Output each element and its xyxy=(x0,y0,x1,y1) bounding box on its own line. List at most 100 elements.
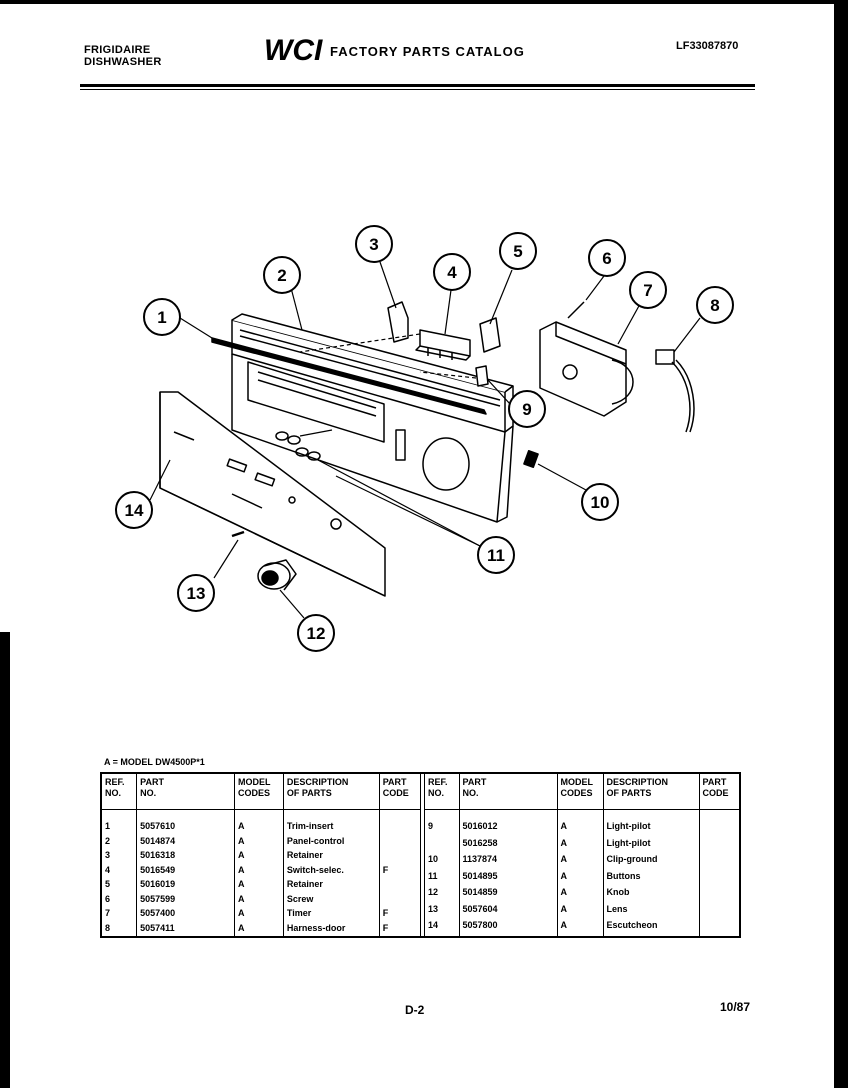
callout-13: 13 xyxy=(187,584,206,603)
cell-model: A xyxy=(556,836,603,854)
retainer-2-part xyxy=(479,317,501,353)
cell-desc: Panel-control xyxy=(282,834,380,849)
cell-code xyxy=(698,836,739,854)
cell-model: A xyxy=(556,902,603,920)
cell-desc: Retainer xyxy=(282,849,380,864)
cell-desc: Buttons xyxy=(602,869,699,887)
cell-part: 5014874 xyxy=(136,834,235,849)
cell-model: A xyxy=(233,849,284,864)
cell-desc: Lens xyxy=(602,902,699,920)
cell-desc: Clip-ground xyxy=(602,853,699,870)
cell-ref xyxy=(425,837,459,854)
page-number: D-2 xyxy=(405,1003,425,1017)
callout-7: 7 xyxy=(643,281,652,300)
model-note: A = MODEL DW4500P*1 xyxy=(104,757,205,767)
cell-desc: Timer xyxy=(282,907,380,922)
cell-code xyxy=(378,820,420,835)
cell-desc: Light-pilot xyxy=(602,836,699,854)
header-ref: REF.NO. xyxy=(102,774,137,810)
cell-ref: 5 xyxy=(105,879,111,889)
ground-clip-part xyxy=(523,449,539,469)
callout-14: 14 xyxy=(125,501,144,520)
callout-12: 12 xyxy=(307,624,326,643)
cell-ref: 3 xyxy=(105,850,111,860)
cell-code xyxy=(698,919,739,936)
cell-part: 5014895 xyxy=(458,869,557,887)
scan-edge-top xyxy=(0,0,848,4)
cell-part: 5057599 xyxy=(136,892,235,907)
callout-4: 4 xyxy=(447,263,457,282)
product-type: DISHWASHER xyxy=(84,56,162,68)
cell-desc: Harness-door xyxy=(282,921,380,936)
cell-code: F xyxy=(378,863,420,878)
logo-text: WCI xyxy=(264,34,323,66)
cell-part: 5057400 xyxy=(136,907,235,922)
header-ref: REF.NO. xyxy=(425,774,459,810)
callout-3: 3 xyxy=(369,235,378,254)
cell-ref: 9 xyxy=(428,821,434,831)
cell-ref: 2 xyxy=(105,835,111,846)
callout-11: 11 xyxy=(487,546,505,565)
cell-part: 5016019 xyxy=(136,878,235,893)
cell-part: 5057604 xyxy=(458,902,557,920)
cell-desc: Switch-selec. xyxy=(282,863,380,878)
control-panel-part xyxy=(231,313,514,523)
cell-part: 5057411 xyxy=(136,921,235,936)
cell-ref: 13 xyxy=(428,903,439,914)
cell-model: A xyxy=(233,834,284,849)
callout-numbers: 1 2 3 4 5 6 7 8 9 10 11 12 13 14 xyxy=(125,235,720,643)
buttons-part xyxy=(275,431,321,461)
cell-desc: Retainer xyxy=(282,878,380,893)
table-divider xyxy=(420,774,425,936)
cell-code xyxy=(378,878,420,893)
knob-part xyxy=(257,559,297,591)
cell-ref: 1 xyxy=(105,821,111,831)
header-rule-thin xyxy=(80,89,755,90)
cell-ref: 10 xyxy=(428,854,439,865)
cell-model: A xyxy=(556,820,603,837)
cell-part: 1137874 xyxy=(458,853,557,870)
cell-code xyxy=(378,849,420,864)
callout-5: 5 xyxy=(513,242,522,261)
callout-10: 10 xyxy=(591,493,610,512)
cell-desc: Light-pilot xyxy=(602,820,699,837)
cell-part: 5057610 xyxy=(136,820,235,835)
selector-switch-part xyxy=(415,329,471,361)
trim-insert-part xyxy=(211,337,487,415)
retainer-part xyxy=(387,301,409,343)
cell-code xyxy=(698,820,739,837)
callout-8: 8 xyxy=(710,296,719,315)
cell-model: A xyxy=(556,853,603,870)
callout-9: 9 xyxy=(522,400,531,419)
cell-code: F xyxy=(378,907,420,922)
cell-code xyxy=(698,902,739,920)
scan-edge-right xyxy=(834,0,848,1088)
cell-part: 5016318 xyxy=(136,849,235,864)
cell-ref: 4 xyxy=(105,864,111,875)
door-harness-part xyxy=(655,349,695,433)
escutcheon-part xyxy=(159,391,386,597)
scan-edge-left xyxy=(0,632,10,1088)
cell-part: 5016258 xyxy=(458,836,557,854)
cell-model: A xyxy=(556,886,603,903)
cell-part: 5057800 xyxy=(458,919,557,936)
cell-ref: 7 xyxy=(105,908,111,918)
exploded-parts-diagram: 1 2 3 4 5 6 7 8 9 10 11 12 13 14 xyxy=(115,225,734,652)
